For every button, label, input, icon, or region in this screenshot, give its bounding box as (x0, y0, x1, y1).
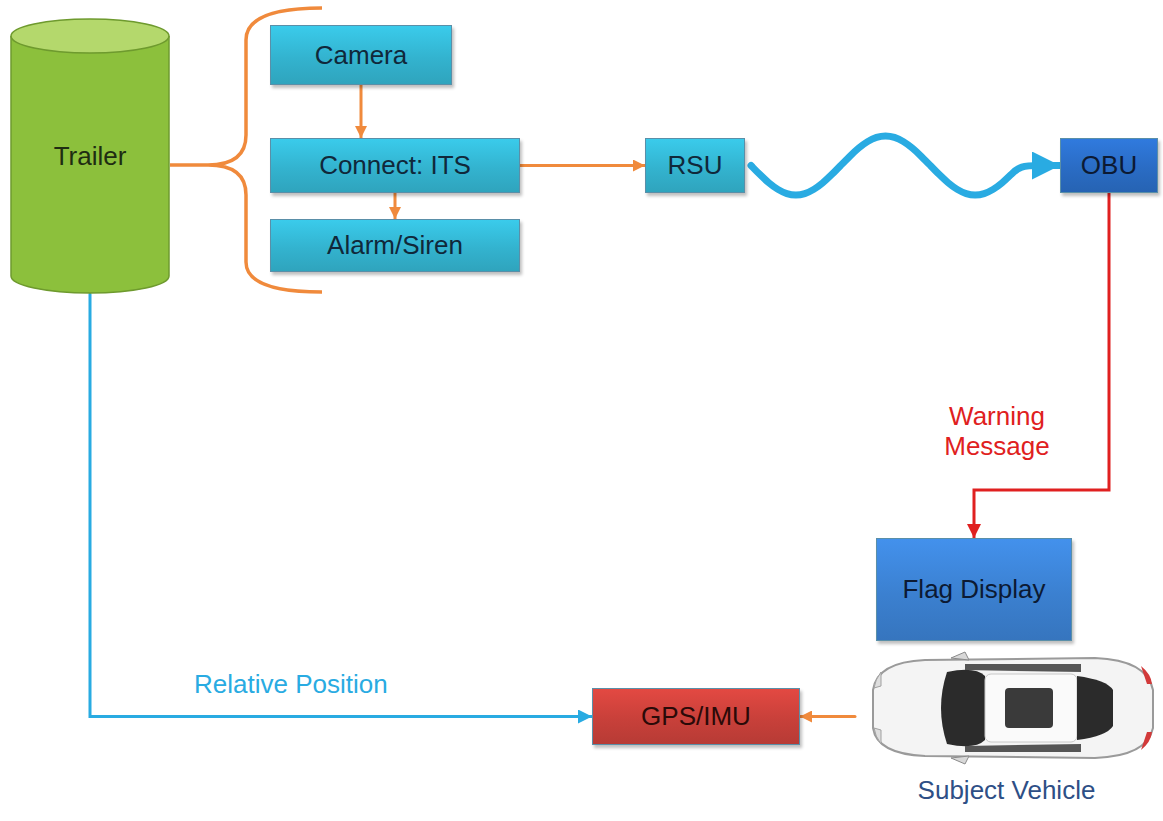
vehicle-node: Subject Vehicle (855, 650, 1158, 810)
process-box: Alarm/Siren (270, 219, 520, 272)
car-body (873, 658, 1153, 758)
car-illustration (855, 650, 1158, 768)
vehicle-label: Subject Vehicle (918, 775, 1096, 806)
node-label: Connect: ITS (319, 150, 471, 181)
connector-arrow (394, 193, 397, 219)
car-windshield (941, 670, 985, 747)
connector-arrow (90, 294, 592, 717)
car-tail-lights (1141, 666, 1152, 750)
node-label: OBU (1081, 150, 1137, 181)
edge-label: Warning Message (930, 402, 1064, 462)
node-label: Flag Display (902, 574, 1045, 605)
wireless-link (751, 136, 1060, 195)
car-headlights (874, 672, 881, 744)
node-label: Alarm/Siren (327, 230, 463, 261)
car-sunroof (1005, 688, 1053, 728)
node-label: GPS/IMU (641, 701, 751, 732)
node-label: RSU (668, 150, 723, 181)
trailer-cylinder: Trailer (10, 18, 170, 294)
cylinder-top (11, 19, 169, 53)
node-label: Camera (315, 40, 407, 71)
connector-arrow (360, 85, 363, 138)
node-label: Trailer (54, 141, 127, 172)
car-mirrors (951, 652, 969, 764)
edge-label: Relative Position (192, 670, 390, 700)
process-box: RSU (645, 138, 745, 193)
car-group (873, 652, 1153, 764)
connector-arrow (800, 715, 855, 718)
sensor-box: GPS/IMU (592, 688, 800, 745)
display-box: Flag Display (876, 538, 1072, 641)
car-roof (985, 674, 1077, 742)
cylinder-body (11, 36, 169, 293)
unit-box: OBU (1060, 138, 1158, 193)
car-side-window (965, 664, 1081, 752)
process-box: Connect: ITS (270, 138, 520, 193)
process-box: Camera (270, 25, 452, 85)
car-rear-window (1077, 676, 1113, 740)
connector-arrow (974, 193, 1109, 538)
connector-arrow (520, 164, 645, 167)
